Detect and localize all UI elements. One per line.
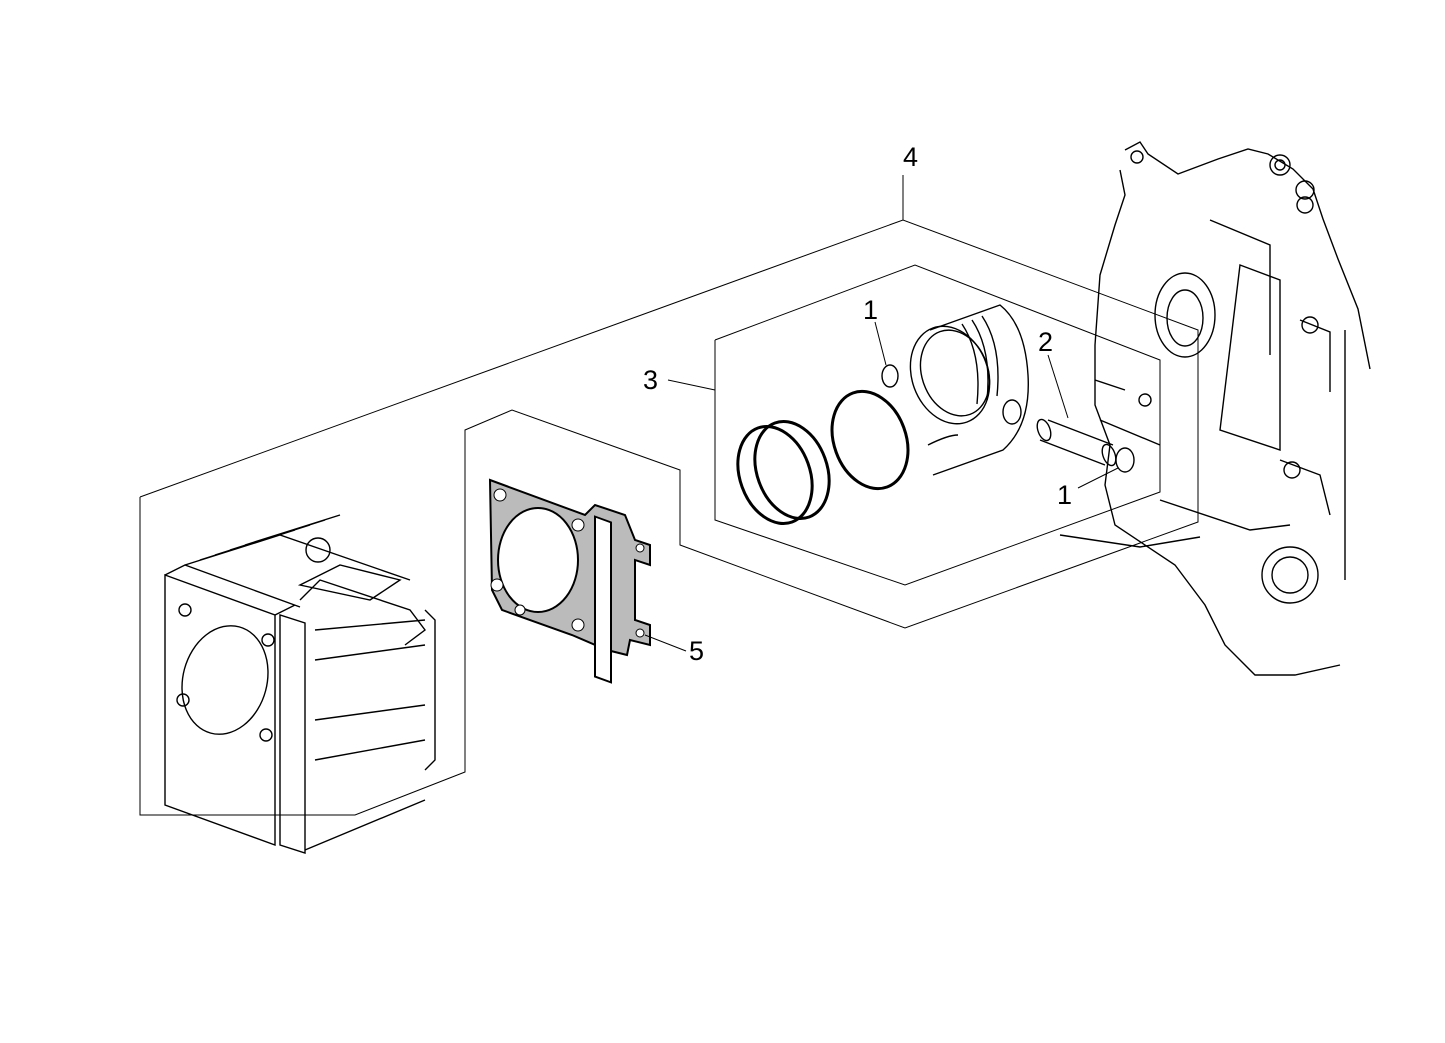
callout-2: 2 xyxy=(1038,327,1053,357)
callout-3: 3 xyxy=(643,365,658,395)
circlip-upper xyxy=(881,364,899,388)
engine-crankcase xyxy=(1059,141,1371,676)
piston-rings xyxy=(736,389,910,525)
cylinder xyxy=(164,514,436,854)
callout-5: 5 xyxy=(689,636,704,666)
piston xyxy=(909,304,1029,476)
callout-4: 4 xyxy=(903,142,918,172)
piston-pin xyxy=(1036,418,1117,467)
group-outline-4 xyxy=(139,219,1199,816)
cylinder-gasket xyxy=(488,478,651,684)
callout-1-lower: 1 xyxy=(1057,480,1072,510)
circlip-lower xyxy=(1115,447,1135,473)
leader-lines xyxy=(644,175,1119,652)
group-outline-3 xyxy=(714,264,1161,586)
callout-1-upper: 1 xyxy=(863,295,878,325)
